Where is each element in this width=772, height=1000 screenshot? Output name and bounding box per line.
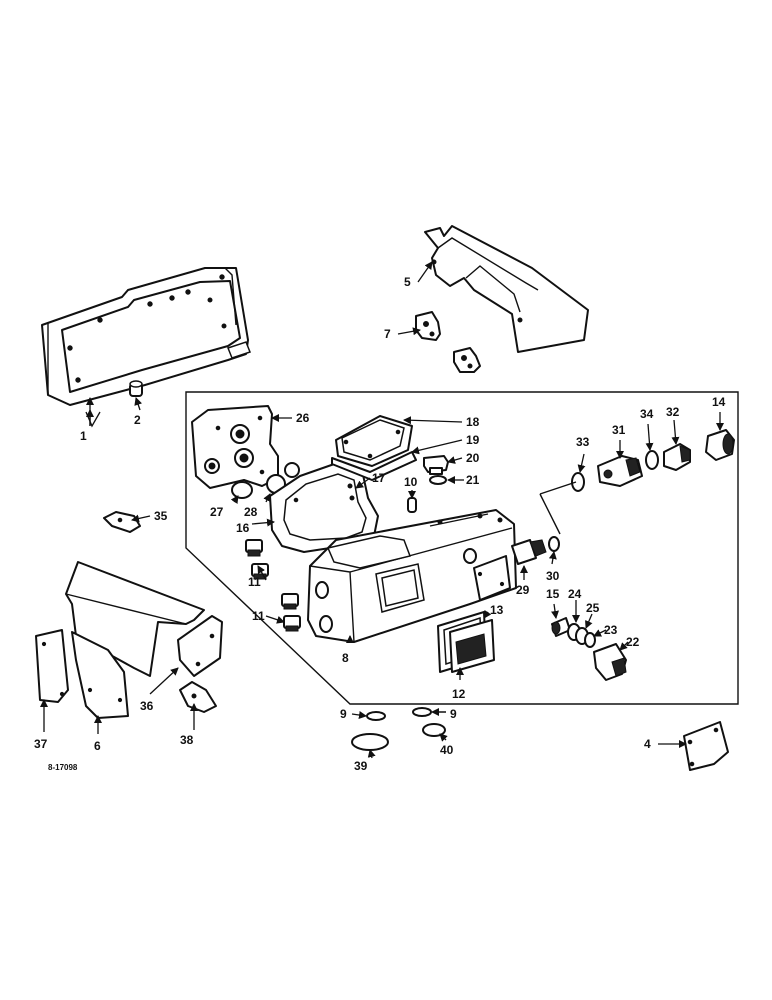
callout-15: 15 xyxy=(546,587,560,601)
part-2-plug xyxy=(129,380,143,397)
part-17-gasket xyxy=(269,461,379,553)
part-22-valve xyxy=(593,643,627,681)
callout-31: 31 xyxy=(612,423,626,437)
callout-33: 33 xyxy=(576,435,590,449)
callout-28: 28 xyxy=(244,505,258,519)
part-29-fitting xyxy=(511,539,547,565)
part-23-spring xyxy=(584,632,596,648)
part-33-o-ring xyxy=(571,472,585,492)
callout-11b: 11 xyxy=(252,609,265,623)
callout-9b: 9 xyxy=(450,707,457,721)
part-19-gasket xyxy=(331,451,417,481)
part-11-plug xyxy=(245,539,301,632)
callout-23: 23 xyxy=(604,623,618,637)
callout-39: 39 xyxy=(354,759,368,773)
leader-lines xyxy=(40,261,724,759)
callout-9a: 9 xyxy=(340,707,347,721)
part-39-o-ring xyxy=(351,733,389,751)
callout-1: 1 xyxy=(80,429,87,443)
callout-29: 29 xyxy=(516,583,530,597)
callout-10: 10 xyxy=(404,475,418,489)
callout-7: 7 xyxy=(384,327,391,341)
part-20-plug xyxy=(423,455,449,475)
callout-8: 8 xyxy=(342,651,349,665)
part-34-o-ring xyxy=(645,450,659,470)
part-14-plug xyxy=(705,429,735,461)
part-30-o-ring xyxy=(548,536,560,552)
callout-6: 6 xyxy=(94,739,101,753)
callout-32: 32 xyxy=(666,405,680,419)
assembly-boundary xyxy=(185,391,739,705)
part-37-plate xyxy=(35,629,69,703)
callout-4: 4 xyxy=(644,737,651,751)
callout-27: 27 xyxy=(210,505,224,519)
part-18-cover-plate xyxy=(335,415,413,467)
callout-36: 36 xyxy=(140,699,154,713)
part-27-o-ring xyxy=(231,481,253,499)
callout-25: 25 xyxy=(586,601,600,615)
part-10-pin xyxy=(407,497,417,513)
callout-14: 14 xyxy=(712,395,726,409)
callout-16: 16 xyxy=(236,521,250,535)
callout-19: 19 xyxy=(466,433,480,447)
callout-21: 21 xyxy=(466,473,480,487)
part-4-plate xyxy=(683,721,729,771)
part-9-o-ring xyxy=(366,707,432,721)
callout-20: 20 xyxy=(466,451,480,465)
part-7-bracket xyxy=(415,311,481,373)
callout-26: 26 xyxy=(296,411,310,425)
part-13-plate xyxy=(473,555,511,601)
part-5-side-shield xyxy=(424,225,589,353)
callout-11a: 11 xyxy=(248,575,261,589)
part-12-cover xyxy=(437,611,495,673)
part-21-washer xyxy=(429,475,447,485)
part-1-cover-housing xyxy=(41,267,251,406)
callout-labels: 1 2 5 7 26 18 19 20 21 17 10 27 28 16 11… xyxy=(34,275,726,773)
part-26-gasket-plate xyxy=(191,405,279,489)
part-32-cap xyxy=(663,443,691,471)
callout-12: 12 xyxy=(452,687,466,701)
callout-18: 18 xyxy=(466,415,480,429)
callout-35: 35 xyxy=(154,509,168,523)
part-8-valve-housing xyxy=(307,509,517,643)
part-31-valve-spool xyxy=(597,455,643,487)
callout-37: 37 xyxy=(34,737,48,751)
callout-38: 38 xyxy=(180,733,194,747)
callout-22: 22 xyxy=(626,635,640,649)
callout-40: 40 xyxy=(440,743,454,757)
callout-24: 24 xyxy=(568,587,582,601)
callout-17: 17 xyxy=(372,471,386,485)
callout-30: 30 xyxy=(546,569,560,583)
callout-34: 34 xyxy=(640,407,654,421)
callout-5: 5 xyxy=(404,275,411,289)
drawing-number: 8-17098 xyxy=(48,763,78,772)
part-40-o-ring xyxy=(422,723,446,737)
callout-2: 2 xyxy=(134,413,141,427)
callout-13: 13 xyxy=(490,603,504,617)
part-6-panel xyxy=(71,631,129,719)
part-38-bracket xyxy=(179,681,217,713)
part-35-bracket xyxy=(103,511,141,533)
